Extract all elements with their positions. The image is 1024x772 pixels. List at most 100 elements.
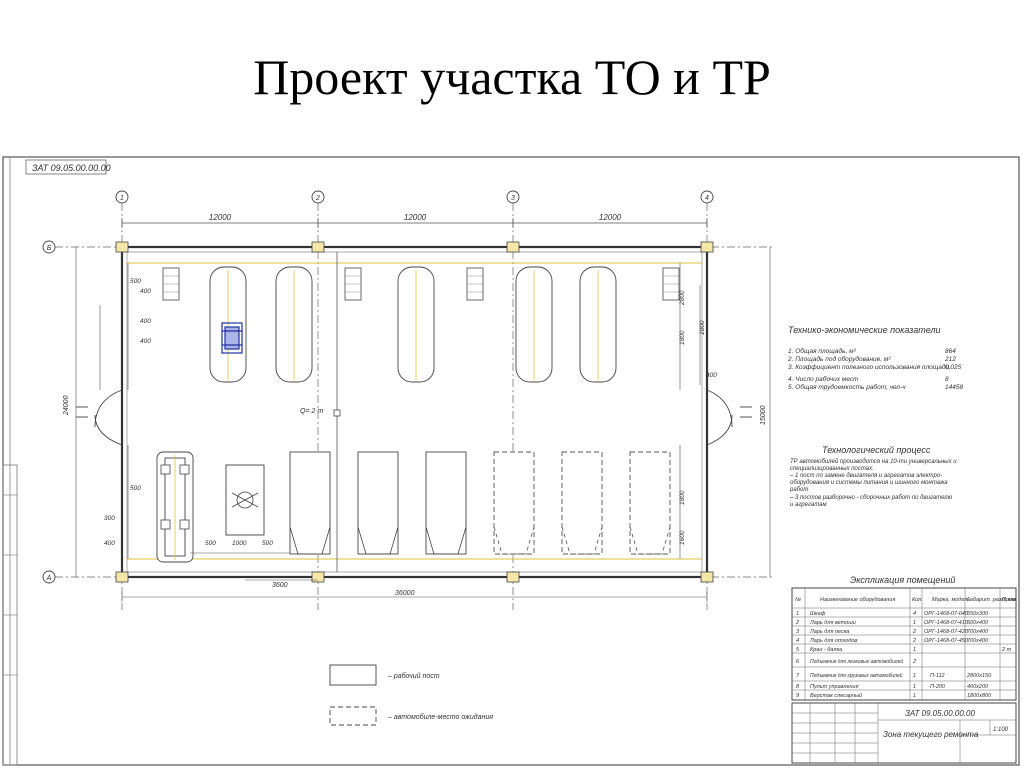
svg-text:и агрегатам: и агрегатам bbox=[790, 502, 827, 508]
top-dimensions bbox=[121, 218, 708, 228]
legend: – рабочий пост – автомобиле-место ожидан… bbox=[329, 664, 493, 726]
svg-text:1800: 1800 bbox=[679, 330, 686, 345]
svg-text:700х400: 700х400 bbox=[967, 638, 989, 644]
svg-text:ОРГ-1468-07-040: ОРГ-1468-07-040 bbox=[924, 611, 969, 617]
gates bbox=[76, 389, 752, 446]
svg-text:500: 500 bbox=[205, 540, 216, 547]
svg-text:300: 300 bbox=[104, 515, 115, 522]
svg-text:1800х800: 1800х800 bbox=[967, 693, 992, 699]
svg-text:4: 4 bbox=[796, 638, 799, 644]
svg-text:Подъемник для грузовых автомоб: Подъемник для грузовых автомобилей bbox=[810, 672, 903, 679]
title-block-name-1: Зона текущего ремонта bbox=[883, 730, 979, 739]
svg-text:2: 2 bbox=[912, 659, 916, 665]
building-walls bbox=[120, 245, 709, 579]
svg-text:400: 400 bbox=[140, 288, 151, 295]
svg-text:1: 1 bbox=[913, 693, 916, 699]
svg-text:Прим.: Прим. bbox=[1002, 597, 1017, 603]
svg-text:8: 8 bbox=[945, 376, 949, 383]
svg-text:500: 500 bbox=[262, 540, 273, 547]
axis-marker-4 bbox=[700, 190, 714, 204]
technical-drawing: ЗАТ 09.05.00.00.00 1 2 3 4 Б А 12000 120… bbox=[0, 155, 1024, 767]
dim-total-height: 24000 bbox=[63, 395, 70, 416]
dim-span-3: 12000 bbox=[599, 213, 622, 222]
bottom-dim-chain bbox=[121, 552, 708, 602]
svg-text:1000: 1000 bbox=[232, 540, 247, 547]
process-title: Технологический процесс bbox=[822, 445, 931, 455]
svg-text:400х200: 400х200 bbox=[967, 684, 989, 690]
svg-text:Ларь для песка: Ларь для песка bbox=[809, 629, 849, 635]
indicators-block: Технико-экономические показатели 1. Обща… bbox=[787, 325, 963, 391]
slide-title: Проект участка ТО и ТР bbox=[253, 49, 771, 105]
svg-text:Шкаф: Шкаф bbox=[810, 611, 826, 617]
indicators-title: Технико-экономические показатели bbox=[788, 325, 941, 335]
legend-work-post-symbol bbox=[329, 664, 377, 686]
svg-text:4. Число рабочих мест: 4. Число рабочих мест bbox=[788, 375, 859, 383]
svg-text:864: 864 bbox=[945, 348, 956, 355]
svg-text:1: 1 bbox=[913, 647, 916, 653]
svg-text:500х400: 500х400 bbox=[967, 620, 989, 626]
svg-text:5. Общая трудоемкость работ, ч: 5. Общая трудоемкость работ, чел-ч bbox=[788, 383, 906, 391]
svg-text:550х300: 550х300 bbox=[967, 611, 989, 617]
svg-text:400: 400 bbox=[140, 338, 151, 345]
legend-waiting-label: – автомобиле-место ожидания bbox=[387, 713, 493, 721]
dim-span-2: 12000 bbox=[404, 213, 427, 222]
svg-text:2 т: 2 т bbox=[1001, 647, 1012, 653]
svg-text:ОРГ-1468-07-450: ОРГ-1468-07-450 bbox=[924, 638, 969, 644]
svg-text:– 3 постов разборочно - сбороч: – 3 постов разборочно - сборочных работ … bbox=[789, 495, 953, 501]
svg-text:400: 400 bbox=[706, 372, 717, 379]
axis-label-2: 2 bbox=[315, 195, 320, 202]
svg-text:оборудования и системы питания: оборудования и системы питания и шинного… bbox=[790, 480, 948, 486]
svg-text:ТР автомобилей производится на: ТР автомобилей производится на 10-ти уни… bbox=[790, 458, 957, 465]
svg-text:3. Коэффициент полезного испол: 3. Коэффициент полезного использования п… bbox=[788, 363, 950, 371]
svg-text:5: 5 bbox=[796, 647, 800, 653]
legend-waiting-symbol bbox=[329, 706, 377, 726]
explication-title: Экспликация помещений bbox=[850, 575, 955, 585]
svg-text:специализированных постах.: специализированных постах. bbox=[790, 466, 874, 472]
axis-marker-2 bbox=[311, 190, 325, 204]
axis-marker-1 bbox=[115, 190, 129, 204]
svg-text:500: 500 bbox=[130, 278, 141, 285]
svg-text:№: № bbox=[795, 597, 801, 603]
svg-text:Ларь для отходов: Ларь для отходов bbox=[809, 638, 857, 644]
svg-text:3: 3 bbox=[796, 629, 800, 635]
blue-lift bbox=[221, 322, 243, 354]
svg-text:700х400: 700х400 bbox=[967, 629, 989, 635]
stamp-top: ЗАТ 09.05.00.00.00 bbox=[32, 163, 111, 173]
svg-text:1800: 1800 bbox=[679, 490, 686, 505]
title-block-sheet: 1:100 bbox=[993, 727, 1009, 733]
svg-text:ОРГ-1468-07-420: ОРГ-1468-07-420 bbox=[924, 629, 969, 635]
axis-label-a: А bbox=[46, 575, 52, 582]
svg-text:П-112: П-112 bbox=[930, 673, 945, 679]
left-dim-chain bbox=[75, 247, 129, 577]
svg-text:2. Площадь под оборудование, м: 2. Площадь под оборудование, м² bbox=[787, 355, 891, 363]
axis-label-3: 3 bbox=[511, 195, 515, 202]
title-block: ЗАТ 09.05.00.00.00 Зона текущего ремонта… bbox=[791, 702, 1017, 764]
right-dim-chain bbox=[679, 247, 771, 577]
svg-text:400: 400 bbox=[140, 318, 151, 325]
svg-text:400: 400 bbox=[104, 540, 115, 547]
axis-label-4: 4 bbox=[705, 195, 709, 202]
svg-text:ОРГ-1468-07-410: ОРГ-1468-07-410 bbox=[924, 620, 969, 626]
dim-small-1: 3600 bbox=[272, 582, 288, 589]
svg-text:Ларь для ветоши: Ларь для ветоши bbox=[809, 620, 856, 626]
svg-text:Верстак слесарный: Верстак слесарный bbox=[810, 692, 862, 699]
svg-text:2800х150: 2800х150 bbox=[966, 673, 992, 679]
columns bbox=[115, 241, 714, 583]
svg-text:2: 2 bbox=[912, 638, 916, 644]
axis-marker-a bbox=[42, 570, 56, 584]
axis-marker-b bbox=[42, 240, 56, 254]
work-posts-bottom bbox=[289, 451, 467, 555]
svg-text:Марка, модель: Марка, модель bbox=[932, 597, 970, 603]
svg-text:Наименование оборудования: Наименование оборудования bbox=[820, 597, 895, 603]
svg-text:– 1 пост по замене двигателя и: – 1 пост по замене двигателя и агрегатов… bbox=[789, 473, 942, 479]
dim-span-1: 12000 bbox=[209, 213, 232, 222]
svg-text:1: 1 bbox=[796, 611, 799, 617]
svg-text:4: 4 bbox=[913, 611, 916, 617]
process-block: Технологический процесс ТР автомобилей п… bbox=[789, 445, 957, 508]
explication-table: Экспликация помещений № Наименование обо… bbox=[791, 575, 1017, 701]
svg-text:1600: 1600 bbox=[679, 530, 686, 545]
floor-plan-svg: ЗАТ 09.05.00.00.00 1 2 3 4 Б А 12000 120… bbox=[2, 156, 1020, 766]
svg-text:1. Общая площадь, м²: 1. Общая площадь, м² bbox=[788, 347, 857, 355]
crane-label: Q= 2 т bbox=[300, 408, 323, 415]
svg-text:500: 500 bbox=[130, 485, 141, 492]
